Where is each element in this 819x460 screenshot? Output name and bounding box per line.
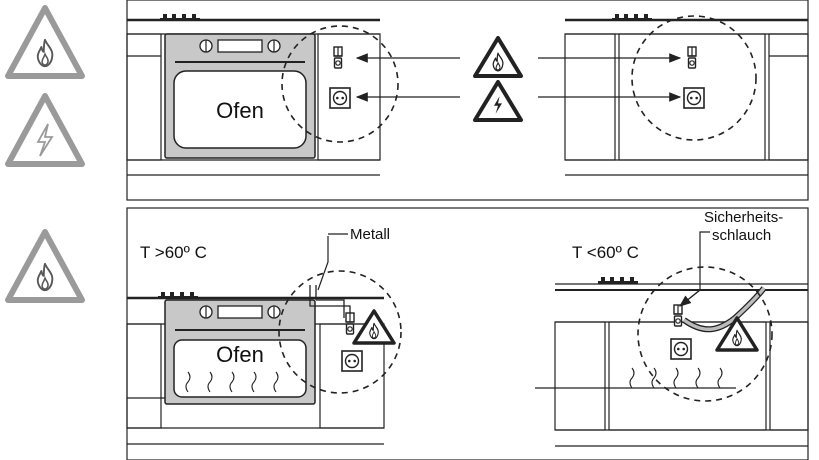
electric-warning-icon bbox=[473, 80, 523, 122]
gas-fire-warning-icon bbox=[5, 229, 85, 303]
oven: Ofen bbox=[164, 33, 316, 159]
metal-label: Metall bbox=[350, 226, 390, 243]
oven: Ofen bbox=[164, 299, 316, 405]
highlight-circle bbox=[631, 15, 757, 141]
gas-fire-warning-icon bbox=[715, 316, 759, 352]
power-socket-icon bbox=[329, 87, 351, 109]
temp-high-label: T >60º C bbox=[140, 243, 207, 262]
highlight-circle bbox=[637, 266, 773, 402]
gas-valve-icon bbox=[333, 46, 343, 69]
oven-label: Ofen bbox=[216, 98, 264, 123]
power-socket-icon bbox=[341, 350, 363, 372]
gas-valve-icon bbox=[673, 304, 683, 327]
power-socket-icon bbox=[683, 87, 705, 109]
heat-waves bbox=[629, 367, 723, 389]
oven-label: Ofen bbox=[216, 342, 264, 367]
gas-fire-warning-icon bbox=[5, 5, 85, 79]
hose-label-line1: Sicherheits- bbox=[704, 209, 783, 226]
electric-warning-icon bbox=[5, 93, 85, 167]
highlight-circle bbox=[281, 25, 399, 143]
metal-pipe bbox=[309, 285, 351, 318]
gas-fire-warning-icon bbox=[473, 36, 523, 78]
bottom-panel: T >60º C T <60º C Ofen bbox=[126, 207, 809, 460]
highlight-circle bbox=[278, 270, 402, 394]
power-socket-icon bbox=[670, 338, 692, 360]
heat-waves bbox=[185, 371, 279, 393]
temp-low-label: T <60º C bbox=[572, 243, 639, 262]
safety-hose bbox=[682, 286, 767, 333]
gas-valve-icon bbox=[345, 312, 355, 335]
gas-fire-warning-icon bbox=[352, 309, 396, 345]
gas-valve-icon bbox=[687, 46, 697, 69]
hose-label-line2: schlauch bbox=[712, 227, 771, 244]
top-panel: Ofen bbox=[126, 0, 809, 201]
